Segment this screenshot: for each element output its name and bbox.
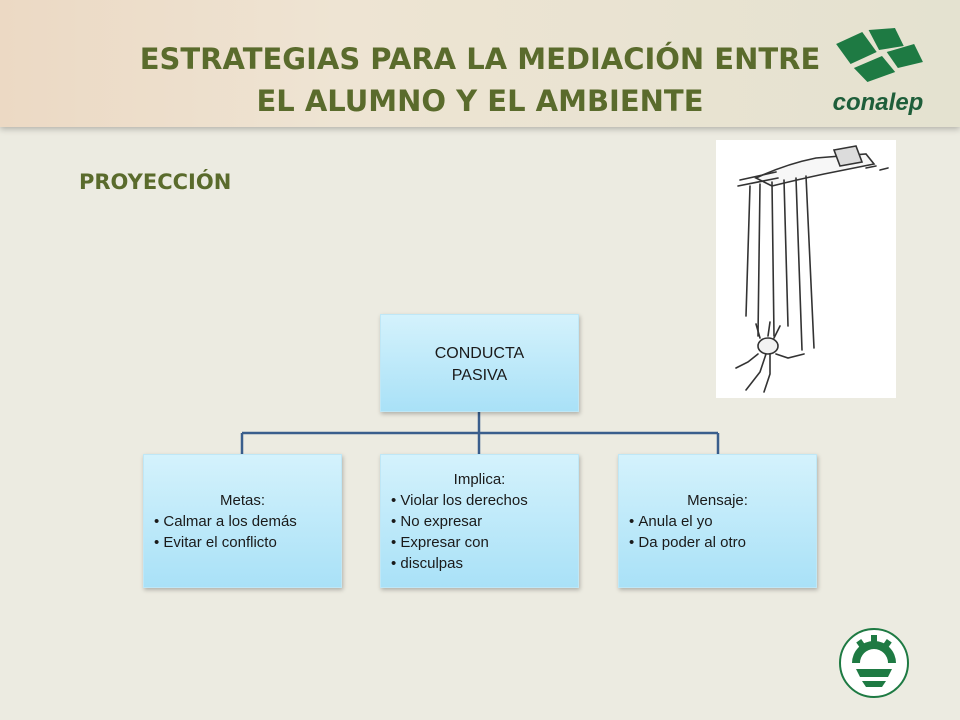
section-subtitle: PROYECCIÓN <box>79 170 232 194</box>
list-item: No expresar <box>391 511 572 532</box>
child-node-metas: Metas: Calmar a los demás Evitar el conf… <box>143 454 342 588</box>
title-line-2: EL ALUMNO Y EL AMBIENTE <box>256 84 704 118</box>
list-item: Expresar con <box>391 532 572 553</box>
child-node-implica: Implica: Violar los derechos No expresar… <box>380 454 579 588</box>
child-node-heading: Mensaje: <box>687 491 748 509</box>
child-node-list: Calmar a los demás Evitar el conflicto <box>150 511 335 553</box>
list-item: Da poder al otro <box>629 532 810 553</box>
list-item: disculpas <box>391 553 572 574</box>
header-band: ESTRATEGIAS PARA LA MEDIACIÓN ENTRE EL A… <box>0 0 960 127</box>
puppet-hand-icon <box>716 140 896 398</box>
title-line-1: ESTRATEGIAS PARA LA MEDIACIÓN ENTRE <box>139 42 821 76</box>
child-node-heading: Implica: <box>453 470 506 488</box>
conalep-logo-icon: conalep <box>833 28 924 116</box>
list-item: Evitar el conflicto <box>154 532 335 553</box>
list-item: Calmar a los demás <box>154 511 335 532</box>
root-node-line-2: PASIVA <box>451 367 508 384</box>
child-node-list: Anula el yo Da poder al otro <box>625 511 810 553</box>
child-node-list: Violar los derechos No expresar Expresar… <box>387 490 572 574</box>
child-node-heading: Metas: <box>219 491 265 509</box>
child-node-mensaje: Mensaje: Anula el yo Da poder al otro <box>618 454 817 588</box>
conalep-seal-icon <box>839 628 909 698</box>
root-node-line-1: CONDUCTA <box>434 345 525 362</box>
slide-title: ESTRATEGIAS PARA LA MEDIACIÓN ENTRE EL A… <box>120 38 840 122</box>
root-node-box: CONDUCTA PASIVA <box>380 314 579 412</box>
list-item: Violar los derechos <box>391 490 572 511</box>
logo-text: conalep <box>833 89 924 116</box>
list-item: Anula el yo <box>629 511 810 532</box>
